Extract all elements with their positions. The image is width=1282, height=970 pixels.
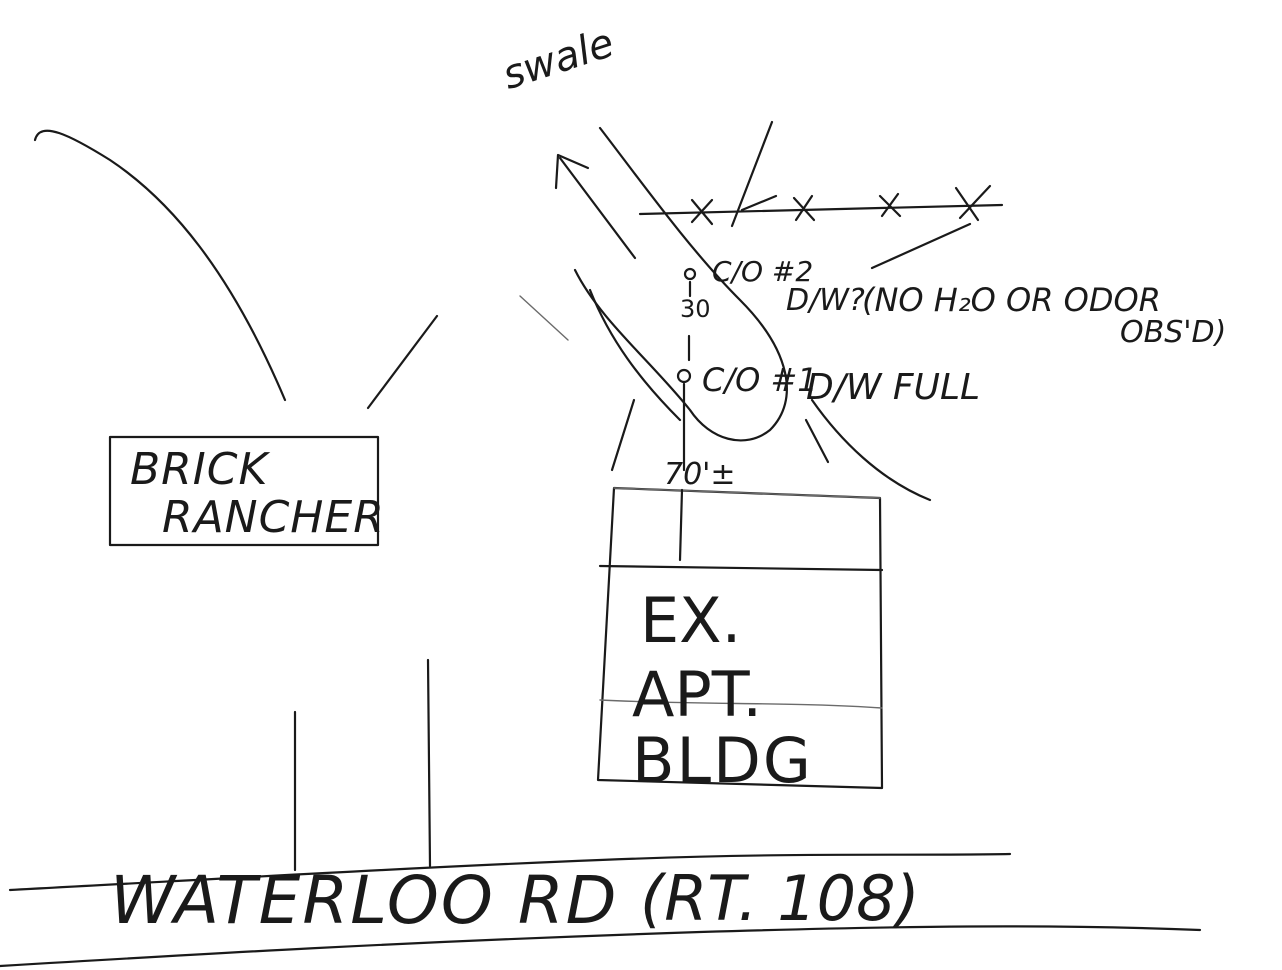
fence-leader-line [870, 222, 972, 270]
building-center-line [678, 488, 684, 562]
cleanout-connector [682, 280, 692, 472]
building-label-line1: EX. [640, 584, 742, 657]
cleanout-2-label: C/O #2 [712, 255, 814, 288]
roof-right-line-2 [804, 418, 830, 464]
left-drive-line-2 [426, 658, 432, 868]
brick-rancher-label-line2: RANCHER [162, 492, 385, 543]
brick-rancher-box [108, 435, 380, 547]
drywell-1-label: D/W FULL [806, 367, 981, 408]
cleanout-2-marker [683, 267, 697, 281]
road-bottom-edge [0, 925, 1202, 968]
fence-line [638, 203, 1004, 216]
building-lower-divider [599, 699, 883, 709]
rancher-diagonal-line [366, 314, 439, 410]
swale-arrow-line [558, 156, 637, 260]
swale-arrowhead [554, 153, 590, 190]
fence-cross-diagonal-2 [740, 194, 778, 212]
building-mid-divider [598, 564, 884, 572]
cleanout-1-marker [676, 368, 692, 384]
brick-rancher-label-line1: BRICK [130, 444, 269, 495]
road-name-label: WATERLOO RD [110, 862, 619, 939]
swale-outline [573, 126, 788, 442]
fence-x-2 [792, 194, 816, 222]
swale-faint-line [519, 295, 569, 341]
building-label-line3: BLDG [632, 724, 813, 797]
roof-left-line [610, 398, 636, 472]
roof-right-line [810, 398, 932, 502]
building-top-divider [613, 487, 881, 499]
distance-70-label: 70'± [664, 457, 736, 492]
drywell-2-note-cont: OBS'D) [1120, 315, 1227, 350]
fence-cross-diagonal [730, 120, 774, 228]
fence-x-1 [690, 198, 714, 226]
route-label: (RT. 108) [640, 862, 920, 935]
building-label-line2: APT. [632, 658, 763, 731]
drywell-2-note: (NO H₂O OR ODOR [862, 281, 1161, 319]
left-arc-line [33, 129, 287, 402]
road-top-edge [8, 852, 1012, 892]
cleanout-1-label: C/O #1 [702, 361, 818, 399]
distance-30-label: 30 [680, 295, 711, 323]
drywell-2-label: D/W? [786, 283, 865, 318]
fence-x-3 [878, 192, 902, 218]
swale-inner-line [588, 288, 682, 422]
fence-x-4 [954, 184, 992, 222]
